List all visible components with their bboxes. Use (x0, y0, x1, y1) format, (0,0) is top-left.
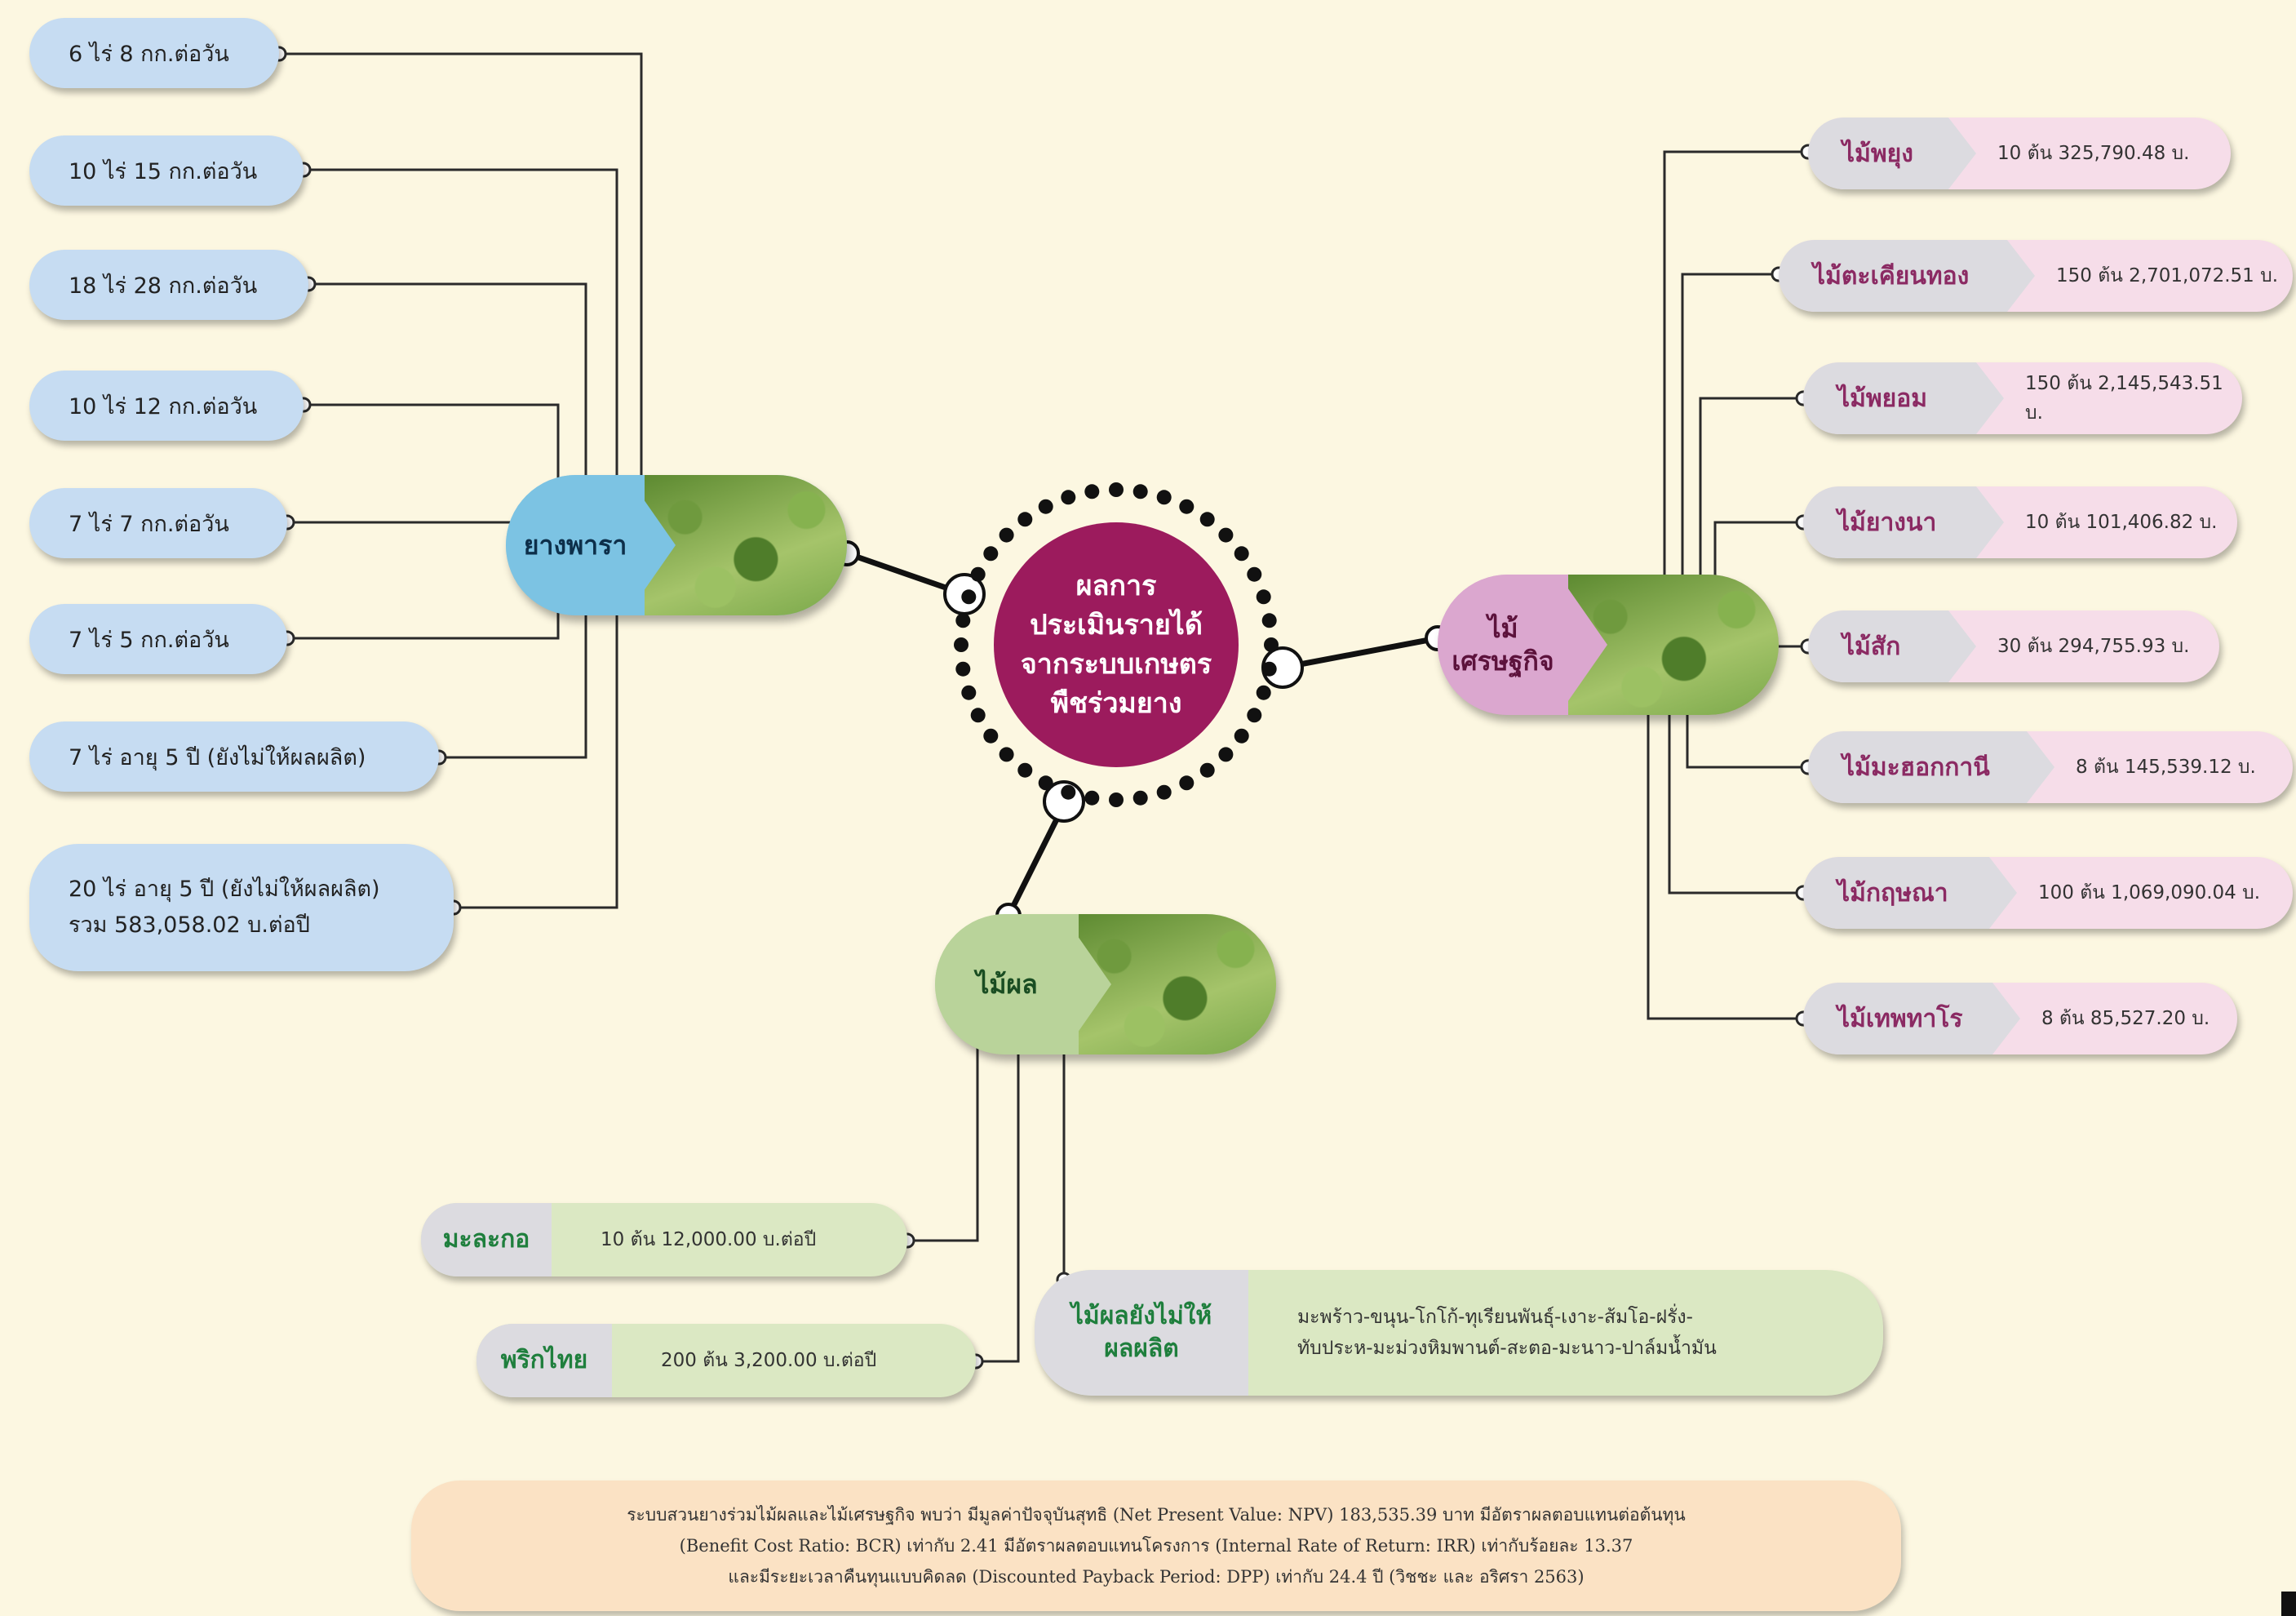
fruit-nonyield-name-line: ไม้ผลยังไม่ให้ (1070, 1302, 1212, 1330)
timber-label-line: ไม้ (1487, 613, 1518, 644)
timber-item-value: 10 ต้น 101,406.82 บ. (2025, 512, 2218, 533)
timber-label: ไม้ เศรษฐกิจ (1438, 575, 1568, 715)
timber-item: ไม้มะฮอกกานี 8 ต้น 145,539.12 บ. (1808, 731, 2293, 803)
timber-item: ไม้พยุง 10 ต้น 325,790.48 บ. (1808, 118, 2231, 189)
summary-note: ระบบสวนยางร่วมไม้ผลและไม้เศรษฐกิจ พบว่า … (411, 1481, 1901, 1611)
timber-item-value: 8 ต้น 145,539.12 บ. (2076, 757, 2256, 778)
rubber-label: ยางพารา (506, 475, 645, 615)
corner-mark (2281, 1592, 2296, 1616)
summary-note-line: และมีระยะเวลาคืนทุนแบบคิดลด (Discounted … (728, 1567, 1585, 1587)
rubber-item: 18 ไร่ 28 กก.ต่อวัน (29, 250, 308, 320)
fruit-nonyield-value-line: ทับประห-มะม่วงหิมพานต์-สะตอ-มะนาว-ปาล์มน… (1297, 1338, 1717, 1359)
timber-item-name: ไม้ยางนา (1803, 486, 2004, 558)
timber-item-name: ไม้กฤษณา (1803, 857, 2017, 929)
timber-item: ไม้ตะเคียนทอง 150 ต้น 2,701,072.51 บ. (1779, 240, 2293, 312)
timber-item-name: ไม้เทพทาโร (1803, 983, 2020, 1054)
timber-item: ไม้สัก 30 ต้น 294,755.93 บ. (1808, 610, 2219, 682)
rubber-item: 10 ไร่ 15 กก.ต่อวัน (29, 135, 304, 206)
fruit-item-value: 10 ต้น 12,000.00 บ.ต่อปี (601, 1229, 817, 1250)
center-title-line: พืชร่วมยาง (1050, 687, 1182, 720)
summary-note-line: ระบบสวนยางร่วมไม้ผลและไม้เศรษฐกิจ พบว่า … (627, 1505, 1686, 1525)
fruit-nonyield-name-line: ผลผลิต (1104, 1334, 1179, 1363)
timber-item-name: ไม้พยอม (1803, 362, 2004, 434)
summary-note-line: (Benefit Cost Ratio: BCR) เท่ากับ 2.41 ม… (679, 1536, 1633, 1556)
rubber-item: 7 ไร่ 7 กก.ต่อวัน (29, 488, 287, 558)
center-title-line: ผลการ (1075, 570, 1157, 602)
rubber-photo (645, 475, 847, 615)
center-title-circle: ผลการ ประเมินรายได้ จากระบบเกษตร พืชร่วม… (994, 522, 1239, 767)
center-title-line: จากระบบเกษตร (1020, 648, 1212, 681)
fruit-label: ไม้ผล (935, 914, 1079, 1054)
timber-item: ไม้ยางนา 10 ต้น 101,406.82 บ. (1803, 486, 2237, 558)
fruit-nonyield-value-line: มะพร้าว-ขนุน-โกโก้-ทุเรียนพันธุ์-เงาะ-ส้… (1297, 1307, 1693, 1328)
timber-item: ไม้พยอม 150 ต้น 2,145,543.51 บ. (1803, 362, 2242, 434)
rubber-total-line: 20 ไร่ อายุ 5 ปี (ยังไม่ให้ผลผลิต) (69, 877, 380, 902)
fruit-item-name: พริกไทย (476, 1324, 612, 1397)
fruit-item: มะละกอ 10 ต้น 12,000.00 บ.ต่อปี (421, 1203, 907, 1276)
fruit-hub: ไม้ผล (935, 914, 1276, 1054)
rubber-item-total: 20 ไร่ อายุ 5 ปี (ยังไม่ให้ผลผลิต) รวม 5… (29, 844, 454, 971)
timber-item-value: 30 ต้น 294,755.93 บ. (1997, 636, 2190, 657)
timber-item-value: 8 ต้น 85,527.20 บ. (2041, 1008, 2210, 1029)
timber-item-name: ไม้ตะเคียนทอง (1779, 240, 2035, 312)
timber-item-value: 150 ต้น 2,701,072.51 บ. (2056, 265, 2279, 286)
rubber-item: 6 ไร่ 8 กก.ต่อวัน (29, 18, 279, 88)
fruit-item-nonyield: ไม้ผลยังไม่ให้ ผลผลิต มะพร้าว-ขนุน-โกโก้… (1035, 1270, 1883, 1396)
fruit-item: พริกไทย 200 ต้น 3,200.00 บ.ต่อปี (476, 1324, 976, 1397)
timber-hub: ไม้ เศรษฐกิจ (1438, 575, 1779, 715)
timber-label-line: เศรษฐกิจ (1452, 646, 1554, 677)
timber-item-name: ไม้สัก (1808, 610, 1976, 682)
timber-item-name: ไม้พยุง (1808, 118, 1976, 189)
rubber-item: 7 ไร่ อายุ 5 ปี (ยังไม่ให้ผลผลิต) (29, 721, 439, 792)
rubber-item: 10 ไร่ 12 กก.ต่อวัน (29, 371, 304, 441)
timber-item-value: 10 ต้น 325,790.48 บ. (1997, 143, 2190, 164)
timber-item: ไม้เทพทาโร 8 ต้น 85,527.20 บ. (1803, 983, 2237, 1054)
rubber-item: 7 ไร่ 5 กก.ต่อวัน (29, 604, 287, 674)
fruit-nonyield-name: ไม้ผลยังไม่ให้ ผลผลิต (1035, 1270, 1248, 1396)
rubber-total-line: รวม 583,058.02 บ.ต่อปี (69, 912, 310, 938)
fruit-item-name: มะละกอ (421, 1203, 552, 1276)
rubber-hub: ยางพารา (506, 475, 847, 615)
fruit-nonyield-value: มะพร้าว-ขนุน-โกโก้-ทุเรียนพันธุ์-เงาะ-ส้… (1248, 1270, 1883, 1396)
timber-item: ไม้กฤษณา 100 ต้น 1,069,090.04 บ. (1803, 857, 2293, 929)
timber-item-name: ไม้มะฮอกกานี (1808, 731, 2054, 803)
timber-item-value: 150 ต้น 2,145,543.51 บ. (2025, 373, 2223, 424)
fruit-item-value: 200 ต้น 3,200.00 บ.ต่อปี (661, 1350, 877, 1371)
center-title-line: ประเมินรายได้ (1030, 609, 1203, 642)
timber-item-value: 100 ต้น 1,069,090.04 บ. (2038, 882, 2261, 903)
